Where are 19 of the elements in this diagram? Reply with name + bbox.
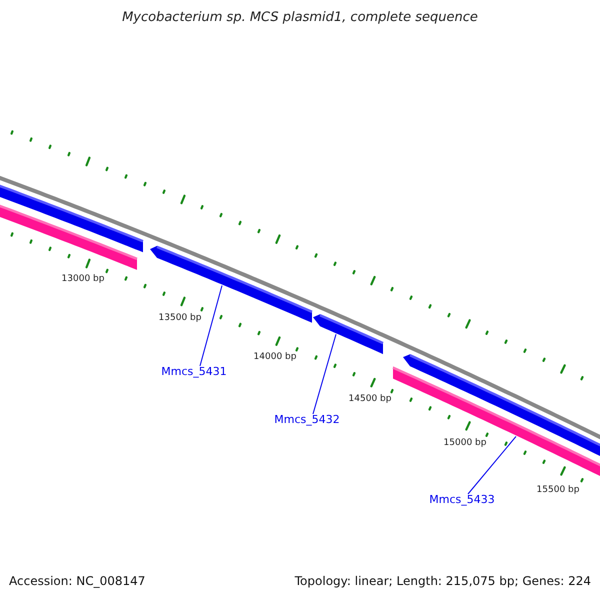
topology-text: Topology: linear; Length: 215,075 bp; Genes: 224: [294, 574, 591, 588]
title: Mycobacterium sp. MCS plasmid1, complete sequence: [122, 10, 478, 25]
scale-label: 15500 bp: [536, 485, 580, 495]
gene-label: Mmcs_5432: [274, 413, 340, 426]
gene-bar: [403, 354, 600, 458]
scale-label: 13500 bp: [158, 313, 202, 323]
scale-label: 14000 bp: [254, 352, 296, 362]
gene-bar: [150, 246, 312, 323]
gene-bar: [313, 314, 384, 354]
scale-label: 15000 bp: [444, 438, 486, 448]
leader-line: [468, 436, 516, 494]
gene-label: Mmcs_5433: [429, 493, 495, 506]
accession-text: Accession: NC_008147: [9, 574, 146, 588]
scale-label: 13000 bp: [62, 274, 104, 284]
scale-label: 14500 bp: [348, 394, 392, 404]
leader-line: [312, 334, 336, 414]
gene-bar: [0, 202, 138, 270]
gene-label: Mmcs_5431: [161, 365, 227, 378]
leader-line: [200, 285, 222, 366]
